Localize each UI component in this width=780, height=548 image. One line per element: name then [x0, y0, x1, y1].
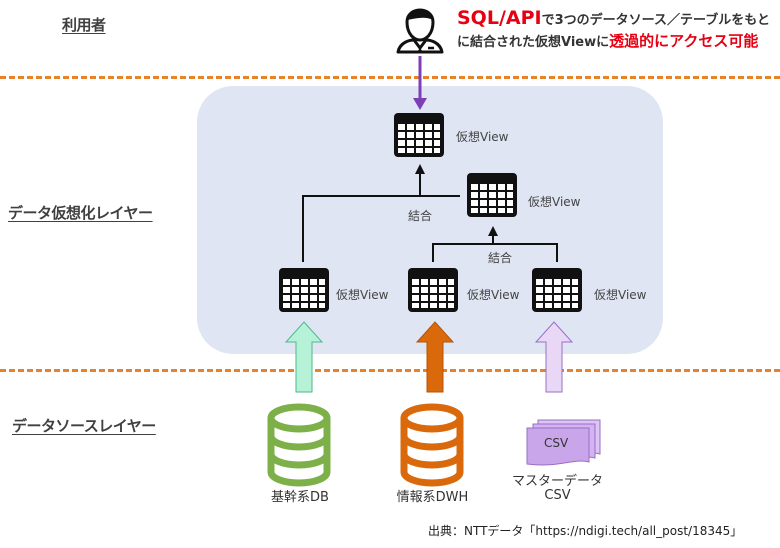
source-label-dwh: 情報系DWH: [396, 490, 469, 505]
csv-icon-text: CSV: [544, 436, 569, 450]
lower-join-arrowhead: [488, 226, 498, 236]
headline-transparent-access: 透過的にアクセス可能: [609, 32, 759, 50]
headline-body: で3つのデータソース／テーブルをもとに結合された仮想Viewに: [457, 13, 770, 50]
headline-sql-api: SQL/API: [457, 7, 542, 29]
db-upload-arrow: [284, 321, 324, 393]
csv-files-icon: [526, 419, 601, 466]
layer-label-source: データソースレイヤー: [12, 417, 156, 435]
view-label-left: 仮想View: [336, 288, 389, 302]
table-icon-left-view: [279, 268, 329, 312]
layer-label-user: 利用者: [62, 16, 106, 34]
layer-label-virtualization: データ仮想化レイヤー: [8, 204, 153, 222]
headline: SQL/APIで3つのデータソース／テーブルをもとに結合された仮想Viewに透過…: [457, 8, 777, 53]
view-label-top: 仮想View: [456, 130, 509, 144]
source-label-db: 基幹系DB: [271, 490, 329, 505]
database-icon-db: [271, 407, 327, 483]
csv-upload-arrow: [534, 321, 574, 393]
source-credit: 出典：NTTデータ「https://ndigi.tech/all_post/18…: [428, 524, 743, 538]
source-label-csv-line1: マスターデータ: [511, 474, 603, 489]
divider-user-virtualization: [0, 76, 780, 79]
table-icon-top-view: [394, 113, 444, 157]
divider-virtualization-source: [0, 369, 780, 372]
table-icon-center-view: [408, 268, 458, 312]
upper-join-connector: [302, 172, 460, 262]
upper-join-arrowhead: [415, 164, 425, 174]
join-label-upper: 結合: [408, 209, 433, 223]
view-label-right: 仮想View: [594, 288, 647, 302]
source-label-csv-line2: CSV: [544, 488, 571, 503]
view-label-middle: 仮想View: [528, 195, 581, 209]
user-icon: [396, 8, 444, 54]
table-icon-middle-view: [467, 173, 517, 217]
join-label-lower: 結合: [488, 251, 513, 265]
user-access-arrow: [413, 56, 427, 110]
database-icon-dwh: [404, 407, 460, 483]
dwh-upload-arrow: [415, 321, 455, 393]
table-icon-right-view: [532, 268, 582, 312]
view-label-center: 仮想View: [467, 288, 520, 302]
